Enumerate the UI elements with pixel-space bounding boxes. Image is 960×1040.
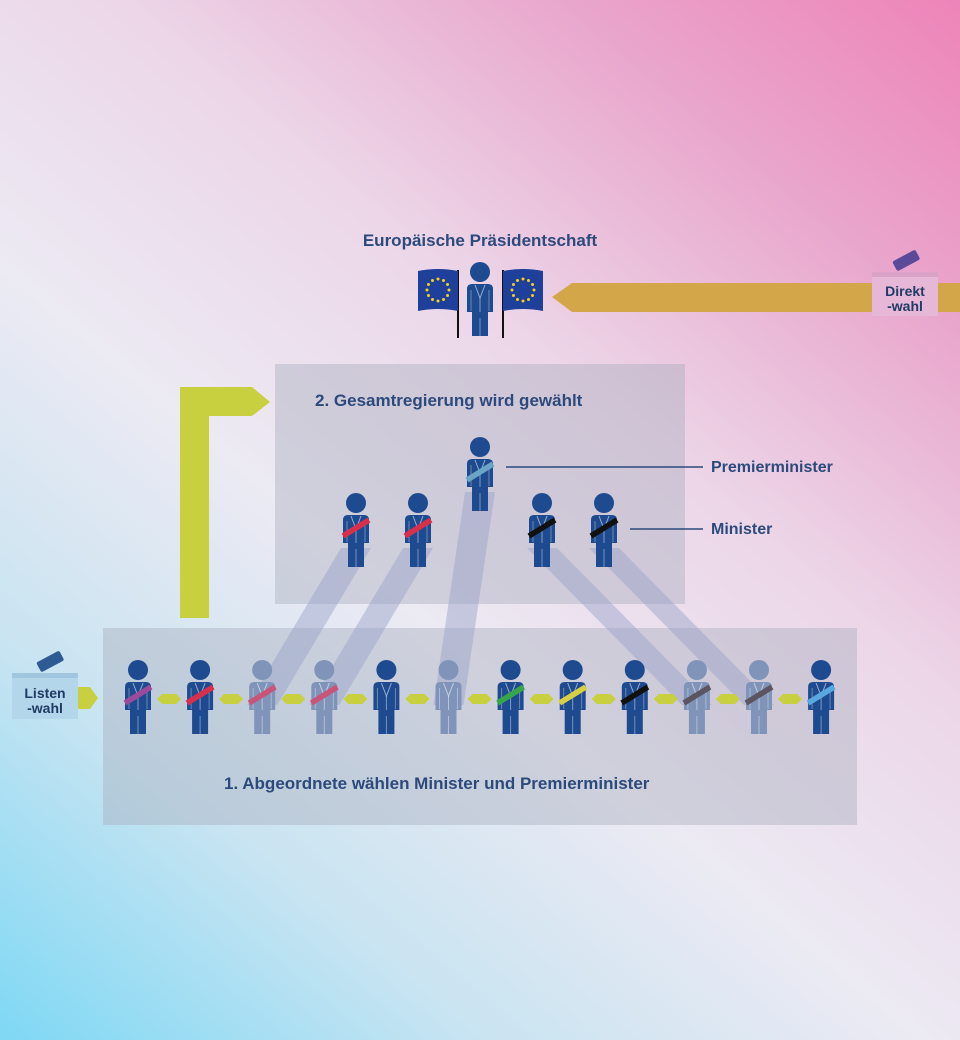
vote-beam: [589, 548, 774, 705]
deputies-row: [123, 660, 836, 734]
deputy-figure: [309, 660, 339, 734]
vote-beams: [247, 492, 774, 705]
president-figure: [467, 262, 493, 336]
presidency-group: [418, 262, 543, 338]
chain-link: [219, 694, 244, 704]
premier-figure: [465, 437, 495, 511]
deputy-figure: [806, 660, 836, 734]
list-vote-label: Listen -wahl: [24, 685, 66, 716]
deputy-figure: [435, 660, 462, 734]
chain-link: [343, 694, 368, 704]
step2-label: 2. Gesamtregierung wird gewählt: [315, 391, 583, 410]
minister-figure: [527, 493, 557, 567]
deputy-figure: [247, 660, 277, 734]
step1-label: 1. Abgeordnete wählen Minister und Premi…: [224, 774, 650, 793]
parliament-panel: [103, 628, 857, 825]
chain-link: [778, 694, 803, 704]
minister-figure: [341, 493, 371, 567]
deputy-figure: [185, 660, 215, 734]
chain-link: [467, 694, 492, 704]
chain-link: [591, 694, 616, 704]
vote-beam: [247, 548, 371, 705]
minister-figure: [589, 493, 619, 567]
list-vote-arrow: [78, 687, 98, 709]
deputy-figure: [682, 660, 712, 734]
vote-beam: [433, 492, 495, 705]
ballot-box-direct-icon: [872, 250, 938, 316]
ballot-box-list-icon: [12, 651, 78, 719]
eu-flag-right-icon: [503, 269, 543, 311]
chain-link: [653, 694, 678, 704]
minister-label: Minister: [711, 521, 773, 538]
page-title: Europäische Präsidentschaft: [362, 231, 598, 250]
minister-figure: [403, 493, 433, 567]
chain-link: [529, 694, 554, 704]
vote-beam: [309, 548, 433, 705]
eu-flag-left-icon: [418, 269, 458, 311]
chain-link: [715, 694, 740, 704]
chain-link: [405, 694, 430, 704]
premier-label: Premierminister: [711, 459, 833, 476]
deputy-figure: [744, 660, 774, 734]
vote-beam: [527, 548, 712, 705]
deputy-figure: [558, 660, 588, 734]
deputy-figure: [373, 660, 400, 734]
deputy-figure: [620, 660, 650, 734]
president-body: [467, 262, 493, 336]
direct-vote-label: Direkt -wahl: [885, 283, 925, 314]
government-figures: [341, 437, 619, 567]
deputy-figure: [123, 660, 153, 734]
deputy-chain: [157, 694, 803, 704]
election-flow-arrow: [180, 387, 270, 618]
chain-link: [281, 694, 306, 704]
deputy-figure: [496, 660, 526, 734]
chain-link: [157, 694, 182, 704]
direct-vote-arrow: [552, 283, 960, 312]
